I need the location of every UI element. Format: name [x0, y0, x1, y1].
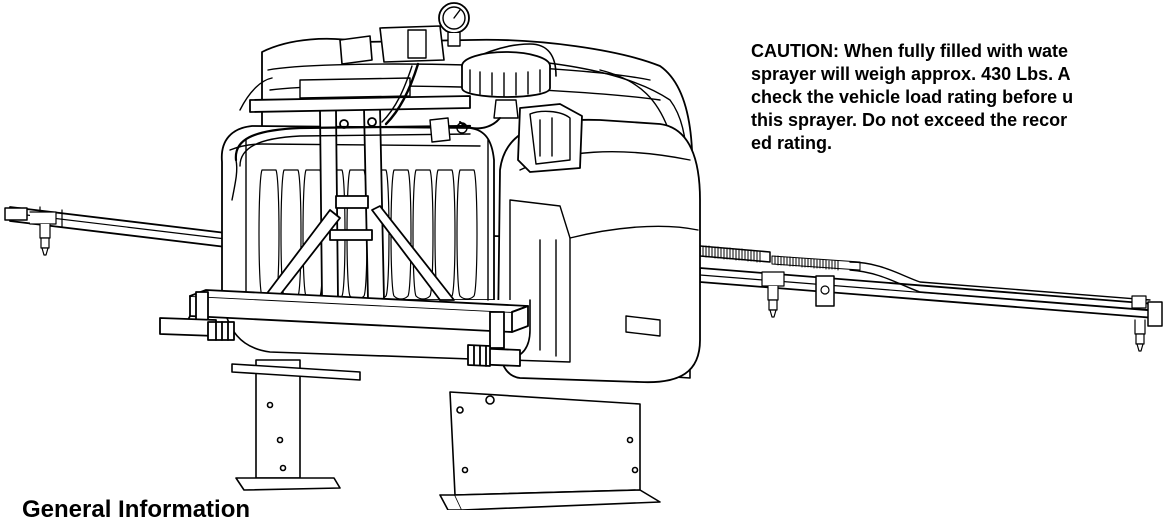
section-heading: General Information	[22, 496, 251, 523]
sprayer-illustration	[0, 0, 1167, 510]
caution-notice: CAUTION: When fully filled with wate spr…	[751, 40, 1167, 155]
caution-line: CAUTION: When fully filled with wate	[751, 41, 1068, 61]
caution-line: check the vehicle load rating before u	[751, 87, 1074, 107]
caution-line: sprayer will weigh approx. 430 Lbs. A	[751, 64, 1071, 84]
top-plumbing	[236, 3, 582, 172]
front-frame	[160, 108, 528, 366]
right-boom	[700, 246, 1162, 351]
mount-brackets	[232, 355, 690, 510]
tank	[222, 39, 700, 382]
caution-line: this sprayer. Do not exceed the recor	[751, 110, 1068, 130]
left-boom	[5, 207, 226, 255]
caution-line: ed rating.	[751, 133, 833, 153]
